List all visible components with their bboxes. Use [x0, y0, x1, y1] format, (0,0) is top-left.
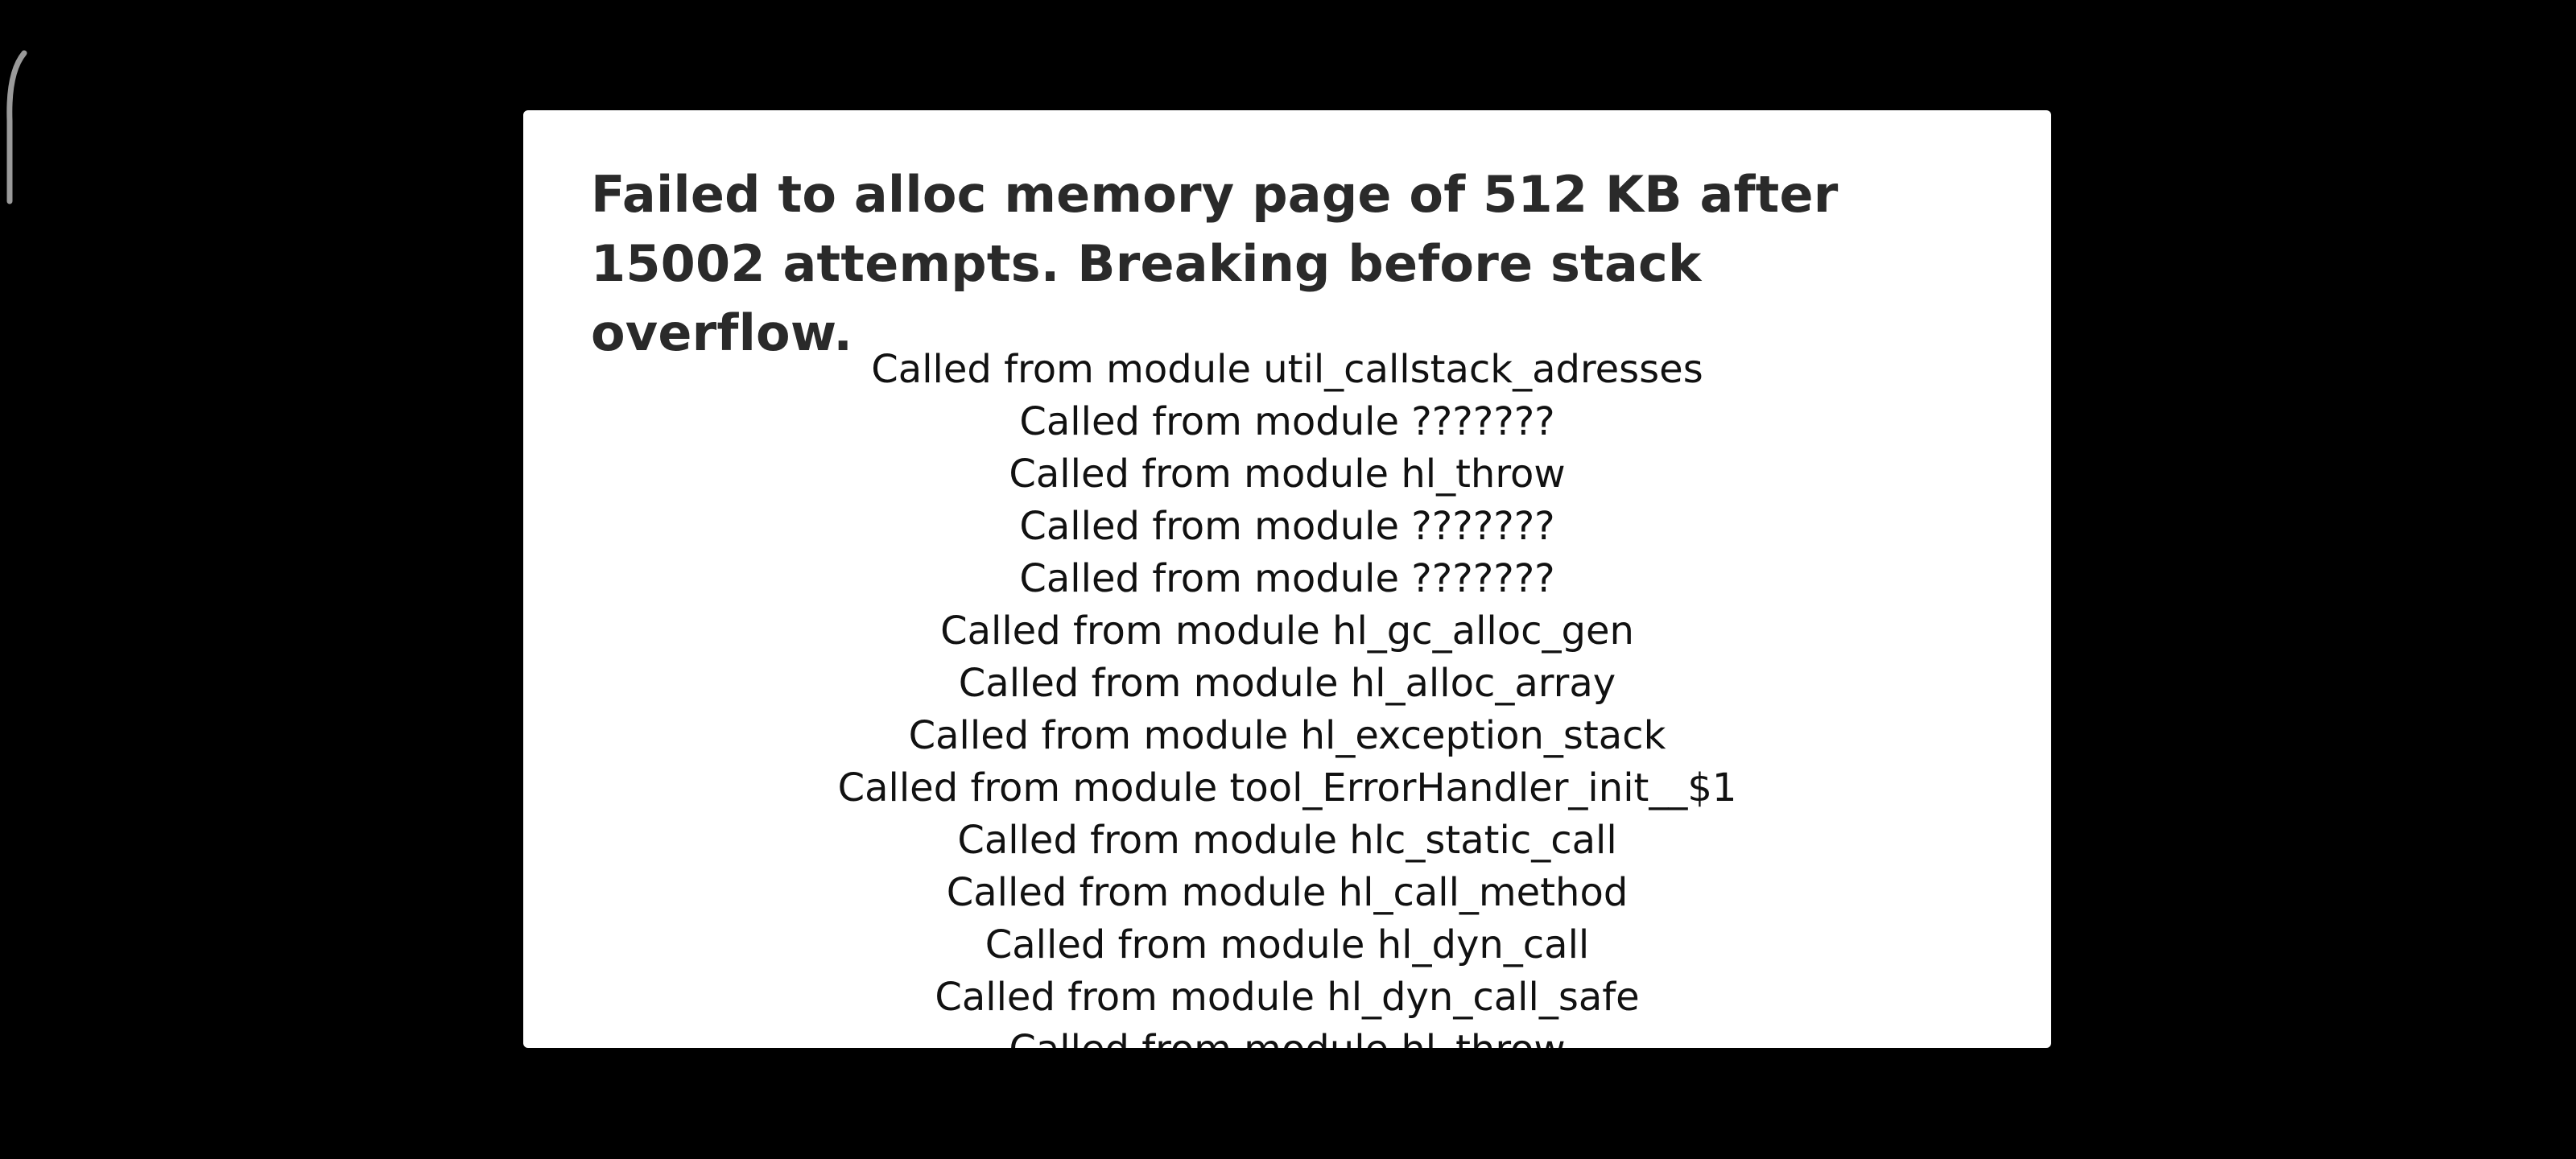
callstack-entry: Called from module tool_ErrorHandler_ini… — [837, 765, 1737, 810]
callstack-entry: Called from module hl_dyn_call — [985, 922, 1590, 967]
callstack-entry: Called from module util_callstack_adress… — [871, 347, 1703, 392]
callstack-entry: Called from module hl_dyn_call_safe — [935, 975, 1640, 1020]
back-gesture-handle[interactable] — [0, 48, 32, 209]
callstack-entry: Called from module hl_throw — [1009, 452, 1566, 497]
error-dialog: Failed to alloc memory page of 512 KB af… — [523, 110, 2051, 1048]
callstack-entry: Called from module hl_exception_stack — [908, 713, 1666, 758]
callstack-entry: Called from module hlc_static_call — [957, 818, 1617, 863]
callstack-entry: Called from module hl_throw — [523, 1024, 2051, 1048]
error-message-title: Failed to alloc memory page of 512 KB af… — [591, 165, 1839, 362]
callstack-entry: Called from module ??????? — [1019, 504, 1555, 549]
edge-handle-arc — [6, 50, 27, 204]
callstack-list: Called from module util_callstack_adress… — [523, 344, 2051, 1048]
callstack-entry: Called from module ??????? — [1019, 399, 1555, 444]
callstack-entry: Called from module hl_alloc_array — [958, 661, 1616, 706]
callstack-entry: Called from module hl_call_method — [946, 870, 1629, 915]
callstack-entry: Called from module hl_gc_alloc_gen — [940, 608, 1634, 654]
callstack-entry: Called from module ??????? — [1019, 556, 1555, 601]
